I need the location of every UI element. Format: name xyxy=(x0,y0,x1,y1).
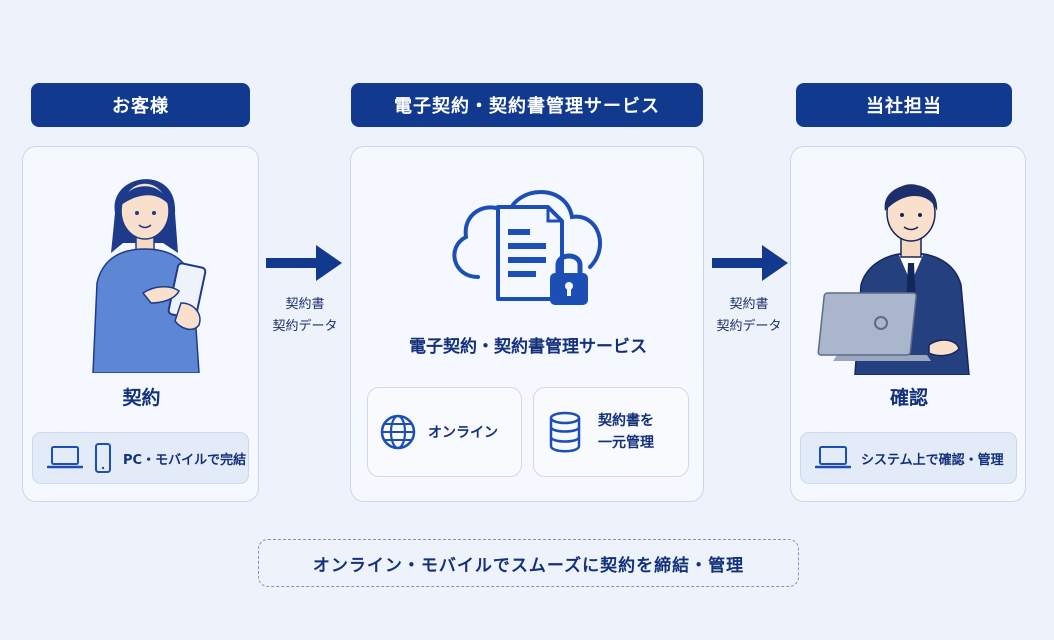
customer-header: お客様 xyxy=(31,83,250,127)
flow-label-right-line1: 契約書 xyxy=(729,297,769,312)
database-icon xyxy=(549,411,581,453)
flow-label-left: 契約書 契約データ xyxy=(258,294,352,338)
summary-banner: オンライン・モバイルでスムーズに契約を締結・管理 xyxy=(258,539,799,587)
service-caption: 電子契約・契約書管理サービス xyxy=(409,337,647,357)
feature-online-label: オンライン xyxy=(428,425,498,441)
service-header-label: 電子契約・契約書管理サービス xyxy=(394,96,660,117)
feature-management-label-line1: 契約書を xyxy=(598,413,654,429)
flow-label-right: 契約書 契約データ xyxy=(702,294,796,338)
staff-header: 当社担当 xyxy=(796,83,1012,127)
customer-caption: 契約 xyxy=(122,387,161,409)
service-header: 電子契約・契約書管理サービス xyxy=(351,83,703,127)
globe-icon xyxy=(380,414,416,450)
service-panel: 電子契約・契約書管理サービス オンライン 契約書を 一元管理 xyxy=(350,146,704,502)
staff-device-box: システム上で確認・管理 xyxy=(800,432,1017,484)
feature-management-label: 契約書を 一元管理 xyxy=(598,410,654,454)
laptop-icon xyxy=(815,446,851,469)
customer-illustration xyxy=(92,179,207,373)
feature-management-label-line2: 一元管理 xyxy=(598,435,654,451)
staff-header-label: 当社担当 xyxy=(866,96,942,117)
feature-management-card: 契約書を 一元管理 xyxy=(533,387,689,477)
customer-device-box: PC・モバイルで完結 xyxy=(32,432,249,484)
cloud-document-lock-icon xyxy=(452,190,602,305)
staff-caption: 確認 xyxy=(889,387,928,409)
flow-label-left-line1: 契約書 xyxy=(285,297,325,312)
customer-device-note: PC・モバイルで完結 xyxy=(123,452,247,468)
summary-banner-text: オンライン・モバイルでスムーズに契約を締結・管理 xyxy=(312,555,745,576)
flow-label-left-line2: 契約データ xyxy=(272,319,338,334)
laptop-icon xyxy=(47,446,83,469)
flow-label-right-line2: 契約データ xyxy=(716,319,782,334)
arrow-right-icon xyxy=(712,245,788,281)
customer-header-label: お客様 xyxy=(112,96,169,117)
customer-panel: 契約 PC・モバイルで完結 xyxy=(22,146,259,502)
staff-panel: 確認 システム上で確認・管理 xyxy=(790,146,1026,502)
staff-device-note: システム上で確認・管理 xyxy=(861,452,1004,468)
smartphone-icon xyxy=(95,443,111,473)
arrow-right-icon xyxy=(266,245,342,281)
feature-online-card: オンライン xyxy=(367,387,522,477)
staff-illustration xyxy=(817,184,970,375)
